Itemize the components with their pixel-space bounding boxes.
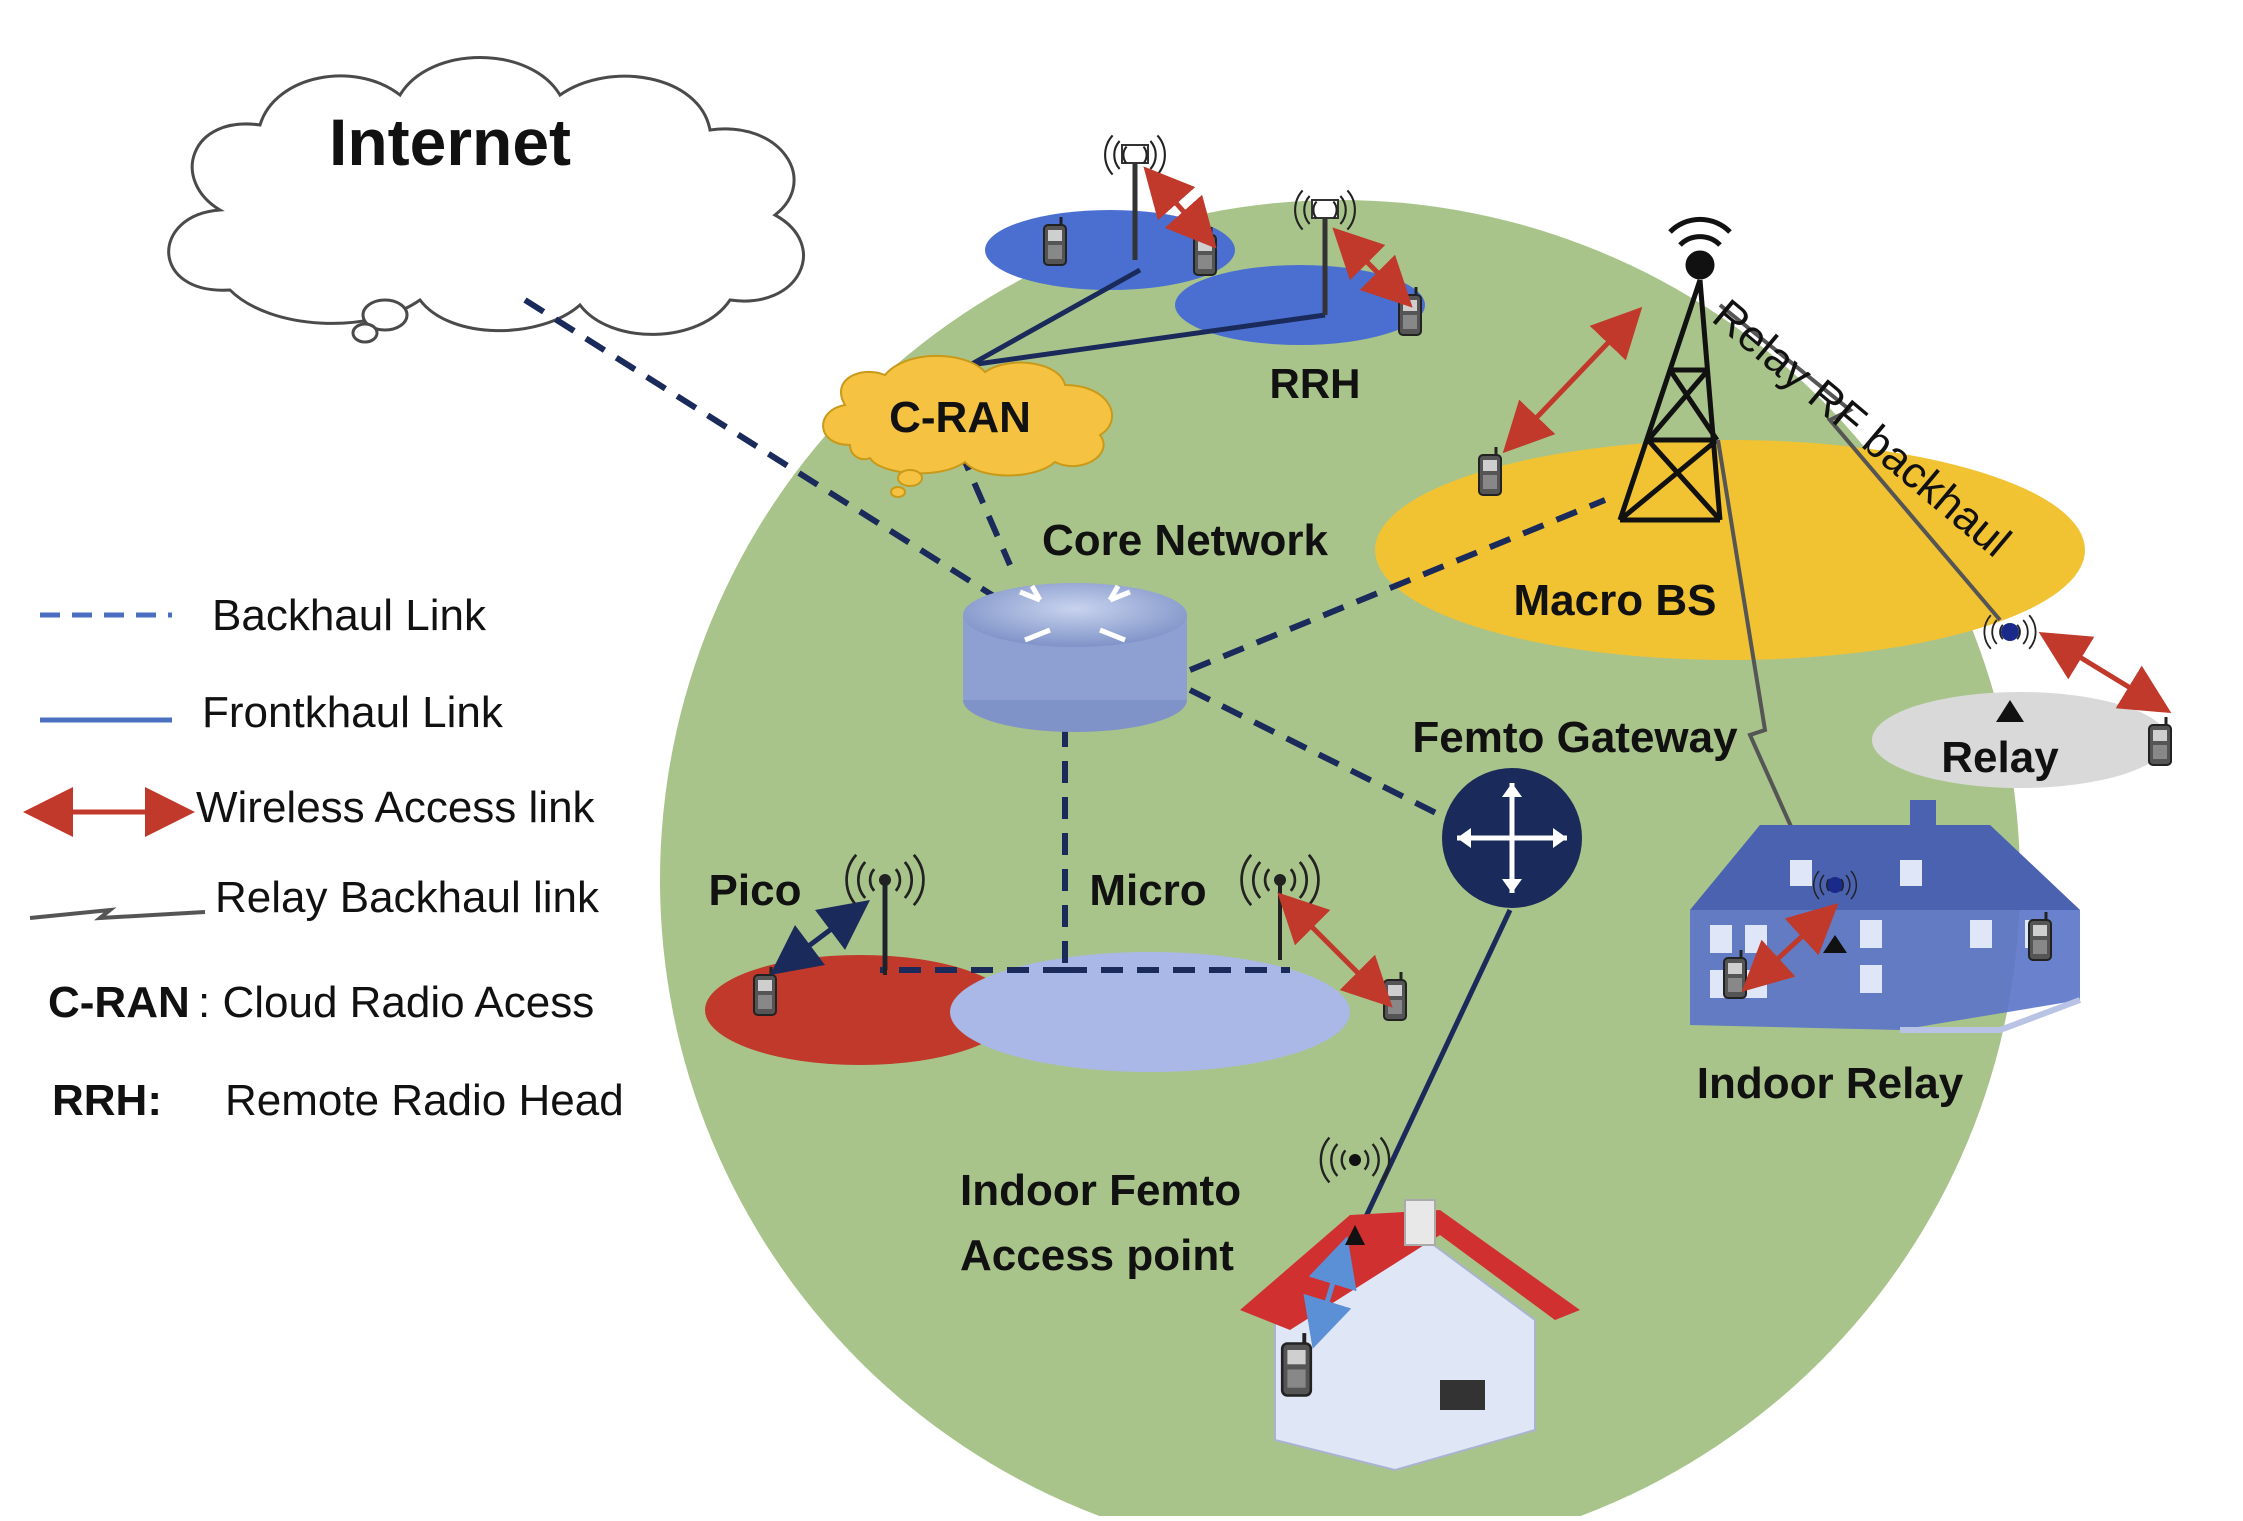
cran-label: C-RAN xyxy=(889,393,1031,442)
internet-cloud: Internet xyxy=(167,56,805,344)
legend-rrh-definition: Remote Radio Head xyxy=(225,1076,624,1125)
relay-node xyxy=(1983,614,2037,722)
relay-label: Relay xyxy=(1941,733,2059,782)
macro-phone xyxy=(1477,445,1503,497)
macro-cell xyxy=(1375,440,2085,660)
micro-phone xyxy=(1382,970,1408,1022)
micro-cell xyxy=(950,952,1350,1072)
macro-wireless-link xyxy=(1502,306,1643,454)
indoor-relay-phone-1 xyxy=(1722,948,1748,1000)
indoor-femto-label-line2: Access point xyxy=(960,1231,1234,1280)
indoor-relay-label: Indoor Relay xyxy=(1697,1059,1964,1108)
pico-phone xyxy=(752,965,778,1017)
core-network-router xyxy=(963,583,1187,732)
pico-label: Pico xyxy=(709,866,802,915)
micro-label: Micro xyxy=(1089,866,1206,915)
relay-cell xyxy=(1872,692,2168,788)
relay-rf-backhaul-link xyxy=(1718,303,2002,622)
legend-cran-term: C-RAN xyxy=(48,978,190,1027)
internet-label: Internet xyxy=(329,105,571,179)
indoor-relay-phone-2 xyxy=(2027,910,2053,962)
micro-wireless-link xyxy=(1277,892,1393,1008)
legend-relay-backhaul-swatch xyxy=(29,907,206,921)
cran-cloud: C-RAN xyxy=(822,354,1113,498)
legend: Backhaul Link Frontkhaul Link Wireless A… xyxy=(23,591,624,1125)
rrh-wireless-1 xyxy=(1143,166,1217,249)
macro-bs-tower xyxy=(1617,216,1732,523)
rrh-tower-2 xyxy=(1294,189,1356,315)
relay-wireless-link xyxy=(2038,631,2172,714)
core-network-label: Core Network xyxy=(1042,516,1329,565)
legend-relay-backhaul-label: Relay Backhaul link xyxy=(215,873,600,922)
legend-backhaul-label: Backhaul Link xyxy=(212,591,487,640)
pico-cell xyxy=(705,955,1015,1065)
backhaul-links xyxy=(523,297,1607,973)
pico-antenna xyxy=(845,853,925,975)
rrh-wireless-2 xyxy=(1332,227,1413,308)
rrh-label: RRH xyxy=(1270,360,1361,407)
indoor-relay-backhaul-link xyxy=(1716,439,1817,881)
indoor-femto-house xyxy=(1240,1136,1580,1472)
pico-wireless-link xyxy=(770,900,870,975)
macro-bs-label: Macro BS xyxy=(1514,576,1717,625)
legend-wireless-label: Wireless Access link xyxy=(196,783,596,832)
relay-phone xyxy=(2147,715,2173,767)
legend-cran-definition: : Cloud Radio Acess xyxy=(198,978,594,1027)
rrh-tower-1 xyxy=(1104,134,1166,260)
legend-rrh-term: RRH: xyxy=(52,1076,162,1125)
indoor-femto-label-line1: Indoor Femto xyxy=(960,1166,1241,1215)
femto-gateway-label: Femto Gateway xyxy=(1412,713,1738,762)
legend-fronthaul-label: Frontkhaul Link xyxy=(202,688,504,737)
indoor-relay-wireless-link xyxy=(1741,903,1839,992)
femto-gateway-icon xyxy=(1442,768,1582,908)
